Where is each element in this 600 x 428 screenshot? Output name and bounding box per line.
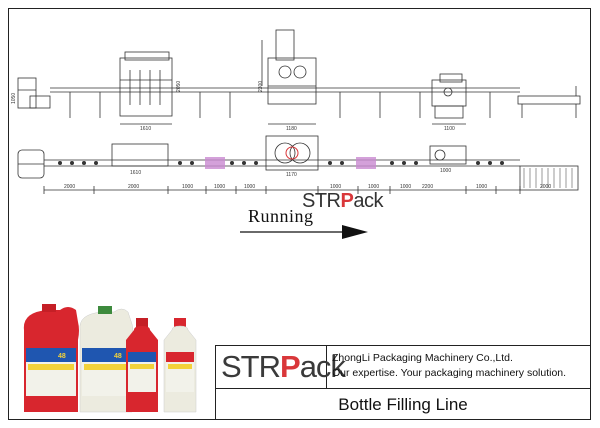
brand-accent: P xyxy=(340,190,354,212)
white-bottle xyxy=(163,318,197,413)
svg-text:48: 48 xyxy=(58,353,66,360)
capping-machine xyxy=(267,57,317,105)
filling-machine xyxy=(119,57,173,117)
pink-marker-1 xyxy=(205,157,225,169)
red-bottle xyxy=(126,318,158,412)
logo-cell: STRPack xyxy=(215,345,346,389)
company-cell xyxy=(327,345,591,389)
sheet-border xyxy=(8,8,591,420)
dim-top-1: 1610 xyxy=(140,126,151,132)
title-block: STRPack ZhongLi Packaging Machinery Co.,… xyxy=(215,345,591,420)
company-name: ZhongLi Packaging Machinery Co.,Ltd. xyxy=(332,352,513,364)
logo-accent: P xyxy=(280,349,301,384)
logo-suffix: ack xyxy=(299,349,346,384)
dim-bottom-10: 1000 xyxy=(476,184,487,190)
company-info: ZhongLi Packaging Machinery Co.,Ltd. Our… xyxy=(332,351,590,381)
plan-capper xyxy=(265,135,319,171)
title-block-border xyxy=(215,345,591,420)
filling-line-drawing: 1610 1180 1100 1050 2050 2300 1610 1170 … xyxy=(11,29,581,194)
dim-side-3: 2300 xyxy=(258,81,264,92)
dim-bottom-9: 2200 xyxy=(422,184,433,190)
brand-logo: STRPack xyxy=(221,349,346,385)
plan-filler xyxy=(111,143,169,167)
dim-bottom-8: 1000 xyxy=(400,184,411,190)
dim-bottom-4: 1000 xyxy=(214,184,225,190)
drawing-title: Bottle Filling Line xyxy=(338,395,468,414)
dim-top-2: 1180 xyxy=(286,126,297,132)
red-jug: 48 xyxy=(23,304,79,412)
plan-labeler xyxy=(429,145,467,165)
collecting-table xyxy=(517,95,581,105)
dim-bottom-3: 1000 xyxy=(182,184,193,190)
dim-bottom-11: 2000 xyxy=(540,184,551,190)
dim-bottom-7: 1000 xyxy=(368,184,379,190)
dim-bottom-1: 2000 xyxy=(64,184,75,190)
white-jug: 48 xyxy=(79,306,134,413)
dim-side-1: 1050 xyxy=(11,93,17,104)
dim-bottom-5: 1000 xyxy=(244,184,255,190)
brand-suffix: ack xyxy=(353,190,383,212)
running-label: Running xyxy=(248,206,314,226)
running-arrow-icon xyxy=(240,225,368,239)
dim-top-3: 1100 xyxy=(444,126,455,132)
infeed-table xyxy=(17,77,37,109)
plan-accumulation xyxy=(519,165,579,191)
product-bottles-image: 48 48 xyxy=(23,304,197,413)
dim-bottom-2: 2000 xyxy=(128,184,139,190)
dim-bottom-6: 1000 xyxy=(330,184,341,190)
dim-side-2: 2050 xyxy=(176,81,182,92)
dim-mid-2: 1170 xyxy=(286,172,297,178)
svg-text:48: 48 xyxy=(114,353,122,360)
pink-marker-2 xyxy=(356,157,376,169)
company-slogan: Our expertise. Your packaging machinery … xyxy=(332,367,567,379)
brand-mark-top: STRPack xyxy=(302,190,383,213)
labeling-machine xyxy=(431,79,467,107)
brand-prefix: STR xyxy=(302,190,341,212)
dim-mid-3: 1000 xyxy=(440,168,451,174)
dim-mid-1: 1610 xyxy=(130,170,141,176)
logo-prefix: STR xyxy=(221,349,281,384)
